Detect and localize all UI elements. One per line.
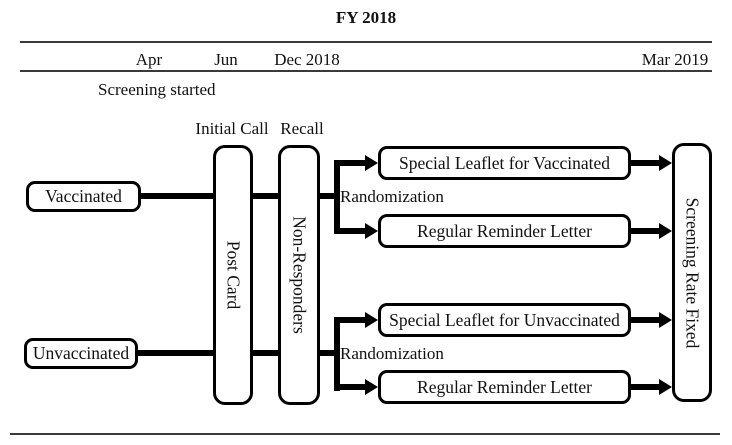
node-special-leaflet-unvaccinated-label: Special Leaflet for Unvaccinated	[389, 309, 620, 330]
arrow-line-special-leaflet-unvaccinated	[334, 317, 365, 323]
node-regular-reminder-letter-vaccinated-label: Regular Reminder Letter	[417, 220, 592, 241]
connector-postcard-nonresponders-bottom	[253, 350, 278, 356]
arrowhead-special-leaflet-unvaccinated	[365, 312, 378, 328]
arrow-line-reminder-unvaccinated-to-screening	[631, 384, 659, 390]
bottom-rule	[10, 433, 720, 435]
arrow-line-leaflet-unvaccinated-to-screening	[631, 317, 659, 323]
timeline-label-apr: Apr	[135, 50, 163, 69]
timeline-rule-top	[20, 41, 712, 43]
connector-vaccinated-postcard	[138, 193, 213, 199]
connector-unvaccinated-postcard	[136, 350, 213, 356]
node-special-leaflet-unvaccinated: Special Leaflet for Unvaccinated	[378, 303, 631, 337]
connector-nonresponders-split-top	[320, 193, 337, 199]
node-post-card-label: Post Card	[223, 240, 244, 310]
arrowhead-regular-reminder-vaccinated	[365, 223, 378, 239]
arrow-line-special-leaflet-vaccinated	[334, 160, 365, 166]
node-special-leaflet-vaccinated-label: Special Leaflet for Vaccinated	[398, 152, 611, 173]
timeline-rule-bottom	[20, 70, 712, 72]
arrowhead-reminder-unvaccinated-to-screening	[659, 379, 672, 395]
node-non-responders: Non-Responders	[278, 145, 320, 405]
arrowhead-special-leaflet-vaccinated	[365, 155, 378, 171]
node-regular-reminder-letter-unvaccinated-label: Regular Reminder Letter	[417, 376, 592, 397]
recall-label: Recall	[280, 119, 324, 138]
randomization-label-unvaccinated: Randomization	[340, 344, 444, 363]
node-vaccinated: Vaccinated	[26, 181, 141, 212]
node-vaccinated-label: Vaccinated	[45, 186, 122, 206]
node-unvaccinated: Unvaccinated	[24, 338, 138, 369]
timeline-label-dec-2018: Dec 2018	[274, 50, 340, 69]
node-screening-rate-fixed-label: Screening Rate Fixed	[682, 197, 703, 348]
node-regular-reminder-letter-vaccinated: Regular Reminder Letter	[378, 214, 631, 248]
arrowhead-reminder-vaccinated-to-screening	[659, 223, 672, 239]
arrowhead-regular-reminder-unvaccinated	[365, 379, 378, 395]
timeline-label-jun: Jun	[214, 50, 238, 69]
arrow-line-leaflet-vaccinated-to-screening	[631, 160, 659, 166]
arrow-line-reminder-vaccinated-to-screening	[631, 228, 659, 234]
node-screening-rate-fixed: Screening Rate Fixed	[672, 143, 712, 402]
node-special-leaflet-vaccinated: Special Leaflet for Vaccinated	[378, 146, 631, 180]
arrow-line-regular-reminder-unvaccinated	[334, 384, 365, 390]
arrowhead-leaflet-unvaccinated-to-screening	[659, 312, 672, 328]
screening-started-label: Screening started	[98, 80, 216, 99]
timeline-label-mar-2019: Mar 2019	[641, 50, 709, 69]
node-non-responders-label: Non-Responders	[289, 216, 310, 334]
node-unvaccinated-label: Unvaccinated	[32, 343, 130, 363]
randomization-label-vaccinated: Randomization	[340, 187, 444, 206]
arrowhead-leaflet-vaccinated-to-screening	[659, 155, 672, 171]
split-bracket-vaccinated	[334, 160, 340, 234]
connector-nonresponders-split-bottom	[320, 350, 337, 356]
node-regular-reminder-letter-unvaccinated: Regular Reminder Letter	[378, 370, 631, 404]
diagram-title: FY 2018	[335, 8, 397, 27]
split-bracket-unvaccinated	[334, 317, 340, 391]
initial-call-label: Initial Call	[195, 119, 269, 138]
node-post-card: Post Card	[213, 145, 253, 405]
connector-postcard-nonresponders-top	[253, 193, 278, 199]
arrow-line-regular-reminder-vaccinated	[334, 228, 365, 234]
